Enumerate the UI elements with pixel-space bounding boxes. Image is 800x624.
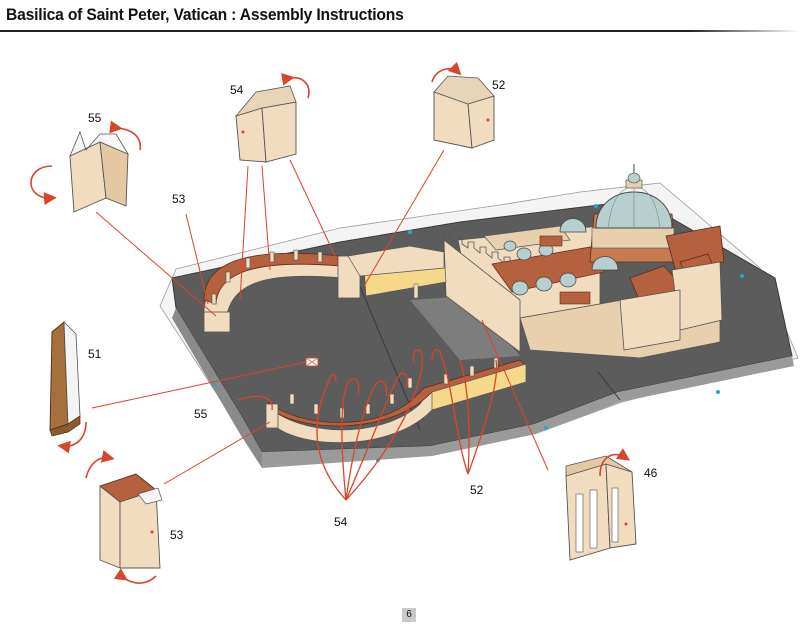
basilica-building — [363, 164, 725, 359]
piece-51-obelisk — [49, 320, 87, 454]
label-52-bottom: 52 — [470, 483, 484, 497]
piece-54-top — [234, 72, 310, 163]
label-55-mid: 55 — [194, 407, 208, 421]
colonnade-right-arm — [265, 357, 527, 444]
label-55-top: 55 — [88, 111, 102, 125]
leader-lines — [91, 149, 549, 485]
leader-curves-52 — [431, 348, 498, 475]
piece-55-top — [30, 120, 142, 213]
label-51: 51 — [88, 347, 102, 361]
piece-52-top — [431, 61, 495, 149]
label-54-bottom: 54 — [334, 515, 348, 529]
label-54-top: 54 — [230, 83, 244, 97]
label-53-left: 53 — [172, 192, 186, 206]
page-title: Basilica of Saint Peter, Vatican : Assem… — [6, 5, 404, 24]
page-number: 6 — [402, 608, 416, 622]
label-53-bottom: 53 — [170, 528, 184, 542]
label-46: 46 — [644, 466, 658, 480]
title-rule — [0, 30, 690, 32]
leader-curves-54 — [237, 349, 423, 501]
colonnade-left-arm — [203, 245, 445, 333]
label-52-top: 52 — [492, 78, 506, 92]
piece-53-bottom — [85, 450, 163, 584]
title-rule-fade — [690, 30, 800, 32]
piece-46-facade — [565, 448, 637, 561]
